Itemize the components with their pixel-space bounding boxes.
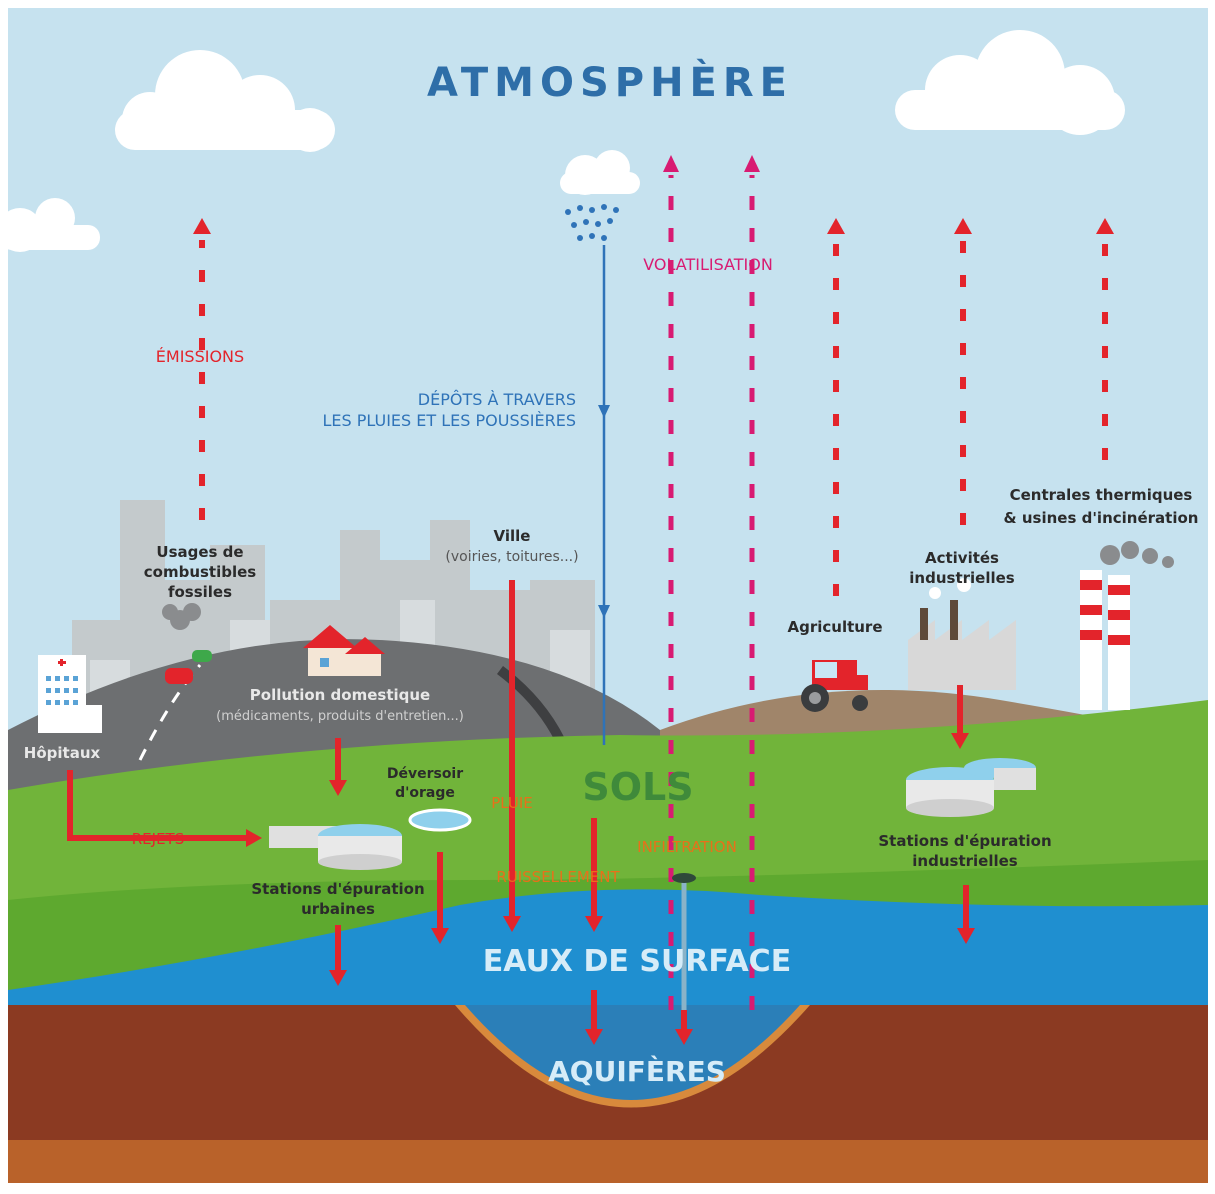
deep-soil-lower [8,1140,1208,1183]
aquifers-label: AQUIFÈRES [548,1054,726,1088]
agriculture-label: Agriculture [787,618,882,636]
rain-label: PLUIE [491,794,533,812]
industrial-treatment-station-icon [906,758,1036,817]
emissions-label: ÉMISSIONS [156,347,244,366]
tractor-icon [801,660,868,712]
industrial-activities-label-1: Activités [925,549,999,567]
city-sublabel: (voiries, toitures...) [445,549,578,565]
car-icon [165,668,193,684]
hospital-icon [38,655,102,733]
urban-stations-label-2: urbaines [301,900,375,918]
industrial-activities-label-2: industrielles [909,569,1015,587]
runoff-label: RUISSELLEMENT [496,868,620,886]
industrial-stations-label-1: Stations d'épuration [878,832,1051,850]
fossil-fuels-label-2: combustibles [144,563,257,581]
rain-cloud-icon [560,150,640,195]
volatilisation-label: VOLATILISATION [643,255,773,274]
house-icon [303,625,385,676]
storm-overflow-icon [408,808,472,832]
power-plants-label-1: Centrales thermiques [1010,486,1193,504]
fossil-fuels-label-3: fossiles [168,583,232,601]
emission-arrows [199,240,1108,596]
soils-label: SOLS [582,765,693,809]
storm-overflow-label-1: Déversoir [387,766,463,782]
surface-water-label: EAUX DE SURFACE [483,944,791,979]
deposits-label-line2: LES PLUIES ET LES POUSSIÈRES [322,411,576,430]
domestic-pollution-label: Pollution domestique [250,686,430,704]
hospitals-label: Hôpitaux [24,744,101,762]
car-icon [192,650,212,662]
atmosphere-title: ATMOSPHÈRE [427,58,793,106]
fossil-fuels-label-1: Usages de [156,543,243,561]
volatilisation-arrows [668,175,755,1010]
volatilisation-arrowheads [663,155,760,172]
flow-arrowheads [246,733,975,1045]
cloud-icon [0,198,100,252]
emission-arrowheads [193,218,1114,234]
surface-water [8,889,1208,1005]
aquifer [465,1005,800,1100]
storm-overflow-label-2: d'orage [395,785,455,801]
domestic-pollution-sublabel: (médicaments, produits d'entretien...) [216,709,464,724]
smoke-icon [162,603,201,630]
cloud-icon [895,30,1125,135]
industrial-stations-label-2: industrielles [912,852,1018,870]
urban-treatment-station-icon [269,824,402,870]
urban-stations-label-1: Stations d'épuration [251,880,424,898]
flow-arrows [67,580,969,1030]
deposits-label-line1: DÉPÔTS À TRAVERS [418,390,576,409]
infiltration-label: INFILTRATION [637,838,737,856]
cloud-icon [115,50,335,152]
city-label: Ville [494,527,531,545]
factory-icon [908,578,1016,690]
raindrops-icon [565,204,619,241]
power-plants-label-2: & usines d'incinération [1004,509,1199,527]
power-plant-icon [1080,541,1174,710]
rejects-label: REJETS [132,830,185,848]
